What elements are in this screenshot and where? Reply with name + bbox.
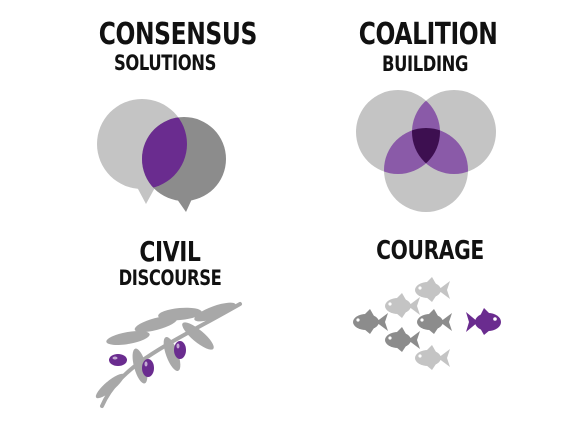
panel-civil: CIVIL DISCOURSE bbox=[80, 232, 260, 422]
panel-title: COURAGE bbox=[376, 236, 484, 266]
olive-branch-icon bbox=[95, 302, 242, 408]
panel-subtitle: SOLUTIONS bbox=[113, 51, 217, 75]
panel-coalition: COALITION BUILDING bbox=[340, 14, 510, 214]
panel-subtitle: BUILDING bbox=[381, 52, 469, 76]
venn-diagram-icon bbox=[356, 90, 496, 212]
panel-courage: COURAGE bbox=[340, 232, 520, 422]
panel-title: COALITION bbox=[358, 17, 498, 52]
fish-school-icon bbox=[353, 277, 501, 370]
panel-subtitle: DISCOURSE bbox=[118, 266, 222, 290]
panel-title: CONSENSUS bbox=[98, 17, 258, 52]
speech-bubbles-icon bbox=[97, 99, 226, 212]
panel-title: CIVIL bbox=[139, 235, 201, 268]
panel-consensus: CONSENSUS SOLUTIONS bbox=[80, 14, 258, 214]
